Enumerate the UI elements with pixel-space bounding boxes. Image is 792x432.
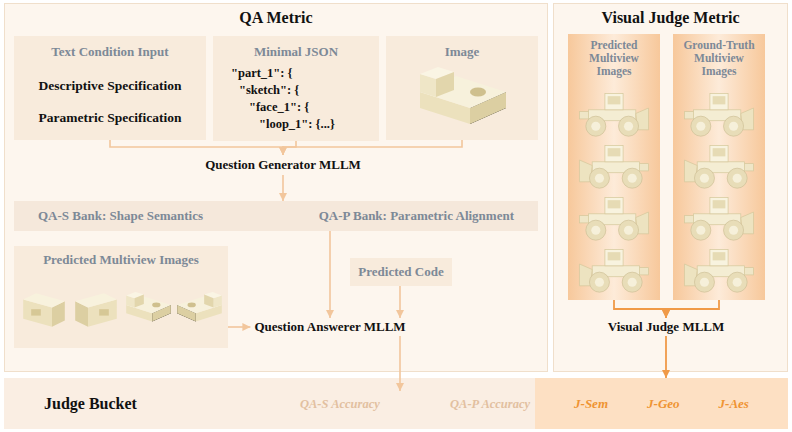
code-box: Predicted Code xyxy=(350,258,451,286)
multiview-image xyxy=(75,293,117,327)
node-text: "part_1": { xyxy=(231,65,293,82)
node-text: J-Aes xyxy=(719,396,749,412)
node-title: QA-S Accuracy xyxy=(300,397,380,412)
node-title: QA Metric xyxy=(239,9,312,27)
tractor-image xyxy=(684,197,753,240)
arrow-connector xyxy=(399,286,401,318)
node-title: Ground-Truth Multiview Images xyxy=(676,39,762,78)
tractor-image xyxy=(579,249,648,292)
node-title: Visual Judge MLLM xyxy=(608,319,725,335)
generator-label: Question Generator MLLM xyxy=(201,155,365,175)
image-box: Image xyxy=(386,36,538,140)
node-text: QA-P Accuracy xyxy=(450,397,530,412)
node-title: Question Generator MLLM xyxy=(205,157,361,173)
judge-label: Visual Judge MLLM xyxy=(604,318,729,336)
tractor-image xyxy=(579,93,648,136)
arrow-connector xyxy=(666,300,719,318)
json-box: Minimal JSON "part_1": {"sketch": {"face_… xyxy=(213,36,379,141)
bank-band: QA-S Bank: Shape Semantics QA-P Bank: Par… xyxy=(14,201,538,231)
arrow-connector xyxy=(665,336,667,378)
arrow-connector xyxy=(110,140,283,155)
node-text: Descriptive Specification xyxy=(39,78,182,94)
answerer-label: Question Answerer MLLM xyxy=(250,318,409,336)
node-title: Predicted Multiview Images xyxy=(43,252,199,268)
tractor-image xyxy=(579,145,648,188)
cad-part-image xyxy=(420,67,506,124)
input-box: Text Condition InputDescriptive Specific… xyxy=(14,36,206,140)
predicted-column: Predicted Multiview Images xyxy=(568,34,660,300)
arrow-connector xyxy=(283,140,462,155)
multiview-box: Predicted Multiview Images xyxy=(14,246,228,348)
visual-judge-panel: Visual Judge MetricPredicted Multiview I… xyxy=(553,3,788,372)
tractor-image xyxy=(684,93,753,136)
judge-scores: J-Sem J-Geo J-Aes xyxy=(535,378,788,429)
node-title: Image xyxy=(445,44,480,60)
tractor-image xyxy=(684,249,753,292)
multiview-image xyxy=(177,292,222,322)
arrow-connector xyxy=(228,326,250,328)
ground-truth-column: Ground-Truth Multiview Images xyxy=(673,34,765,300)
node-text: Parametric Specification xyxy=(39,110,182,126)
node-title: Judge Bucket xyxy=(44,395,137,413)
node-title: Text Condition Input xyxy=(51,44,168,60)
qa-accuracy-group: QA-S Accuracy QA-P Accuracy xyxy=(300,391,530,417)
node-title: Visual Judge Metric xyxy=(601,9,739,27)
multiview-image xyxy=(126,292,171,322)
node-text: "face_1": { xyxy=(249,99,309,116)
judge-bucket: Judge Bucket QA-S Accuracy QA-P Accuracy J-… xyxy=(4,378,788,429)
multiview-image xyxy=(23,293,65,327)
node-title: Question Answerer MLLM xyxy=(254,319,405,335)
arrow-connector xyxy=(399,336,401,391)
node-text: "sketch": { xyxy=(239,82,299,99)
node-text: "loop_1": {...} xyxy=(259,116,335,133)
node-title: QA-S Bank: Shape Semantics xyxy=(38,208,203,224)
node-title: Predicted Code xyxy=(358,264,443,280)
tractor-image xyxy=(684,145,753,188)
arrow-connector xyxy=(614,300,666,318)
node-title: Minimal JSON xyxy=(254,44,338,60)
arrow-connector xyxy=(283,141,296,155)
arrow-connector xyxy=(329,231,331,318)
node-title: J-Sem xyxy=(574,396,608,412)
node-title: Predicted Multiview Images xyxy=(571,39,657,78)
arrow-connector xyxy=(282,175,284,201)
qa-metric-panel: QA MetricText Condition InputDescriptive… xyxy=(4,3,548,372)
node-text: QA-P Bank: Parametric Alignment xyxy=(319,208,514,224)
node-text: J-Geo xyxy=(647,396,680,412)
tractor-image xyxy=(579,197,648,240)
